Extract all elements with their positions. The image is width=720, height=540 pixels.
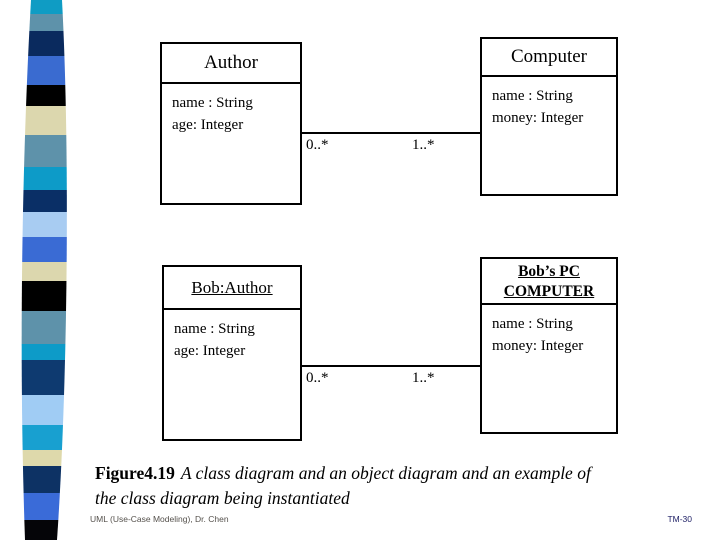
multiplicity-objects-left: 0..* <box>306 370 329 386</box>
decorative-ribbon <box>21 0 67 540</box>
association-line-objects <box>302 365 480 367</box>
attribute-name: name : String <box>172 95 253 111</box>
class-box-author: Author name : String age: Integer <box>160 42 302 205</box>
figure-caption-line1: A class diagram and an object diagram an… <box>180 463 591 483</box>
multiplicity-objects-right: 1..* <box>412 370 435 386</box>
object-attributes-bob: name : String age: Integer <box>164 310 300 362</box>
multiplicity-classes-left: 0..* <box>306 137 329 153</box>
object-attributes-bobs-pc: name : String money: Integer <box>482 305 616 357</box>
footer-course-label: UML (Use-Case Modeling), Dr. Chen <box>90 514 229 524</box>
attribute-age: age: Integer <box>172 117 244 133</box>
association-line-classes <box>302 132 480 134</box>
attribute-name: name : String <box>174 321 255 337</box>
attribute-name: name : String <box>492 316 573 332</box>
attribute-name: name : String <box>492 88 573 104</box>
figure-caption-number: Figure4.19 <box>95 463 175 483</box>
multiplicity-classes-right: 1..* <box>412 137 435 153</box>
object-title-line1: Bob’s PC <box>518 263 580 280</box>
class-attributes-author: name : String age: Integer <box>162 84 300 136</box>
object-title-bobs-pc: Bob’s PC COMPUTER <box>482 259 616 305</box>
object-title-line2: COMPUTER <box>503 283 595 300</box>
attribute-age: age: Integer <box>174 343 246 359</box>
object-box-bob-author: Bob:Author name : String age: Integer <box>162 265 302 441</box>
figure-caption-line2: the class diagram being instantiated <box>95 488 350 508</box>
class-title-author: Author <box>162 44 300 84</box>
footer-slide-number: TM-30 <box>667 514 692 524</box>
attribute-money: money: Integer <box>492 110 584 126</box>
class-title-computer: Computer <box>482 39 616 77</box>
object-title-bob-author: Bob:Author <box>164 267 300 310</box>
class-box-computer: Computer name : String money: Integer <box>480 37 618 196</box>
object-box-bobs-pc: Bob’s PC COMPUTER name : String money: I… <box>480 257 618 434</box>
class-attributes-computer: name : String money: Integer <box>482 77 616 129</box>
attribute-money: money: Integer <box>492 338 584 354</box>
